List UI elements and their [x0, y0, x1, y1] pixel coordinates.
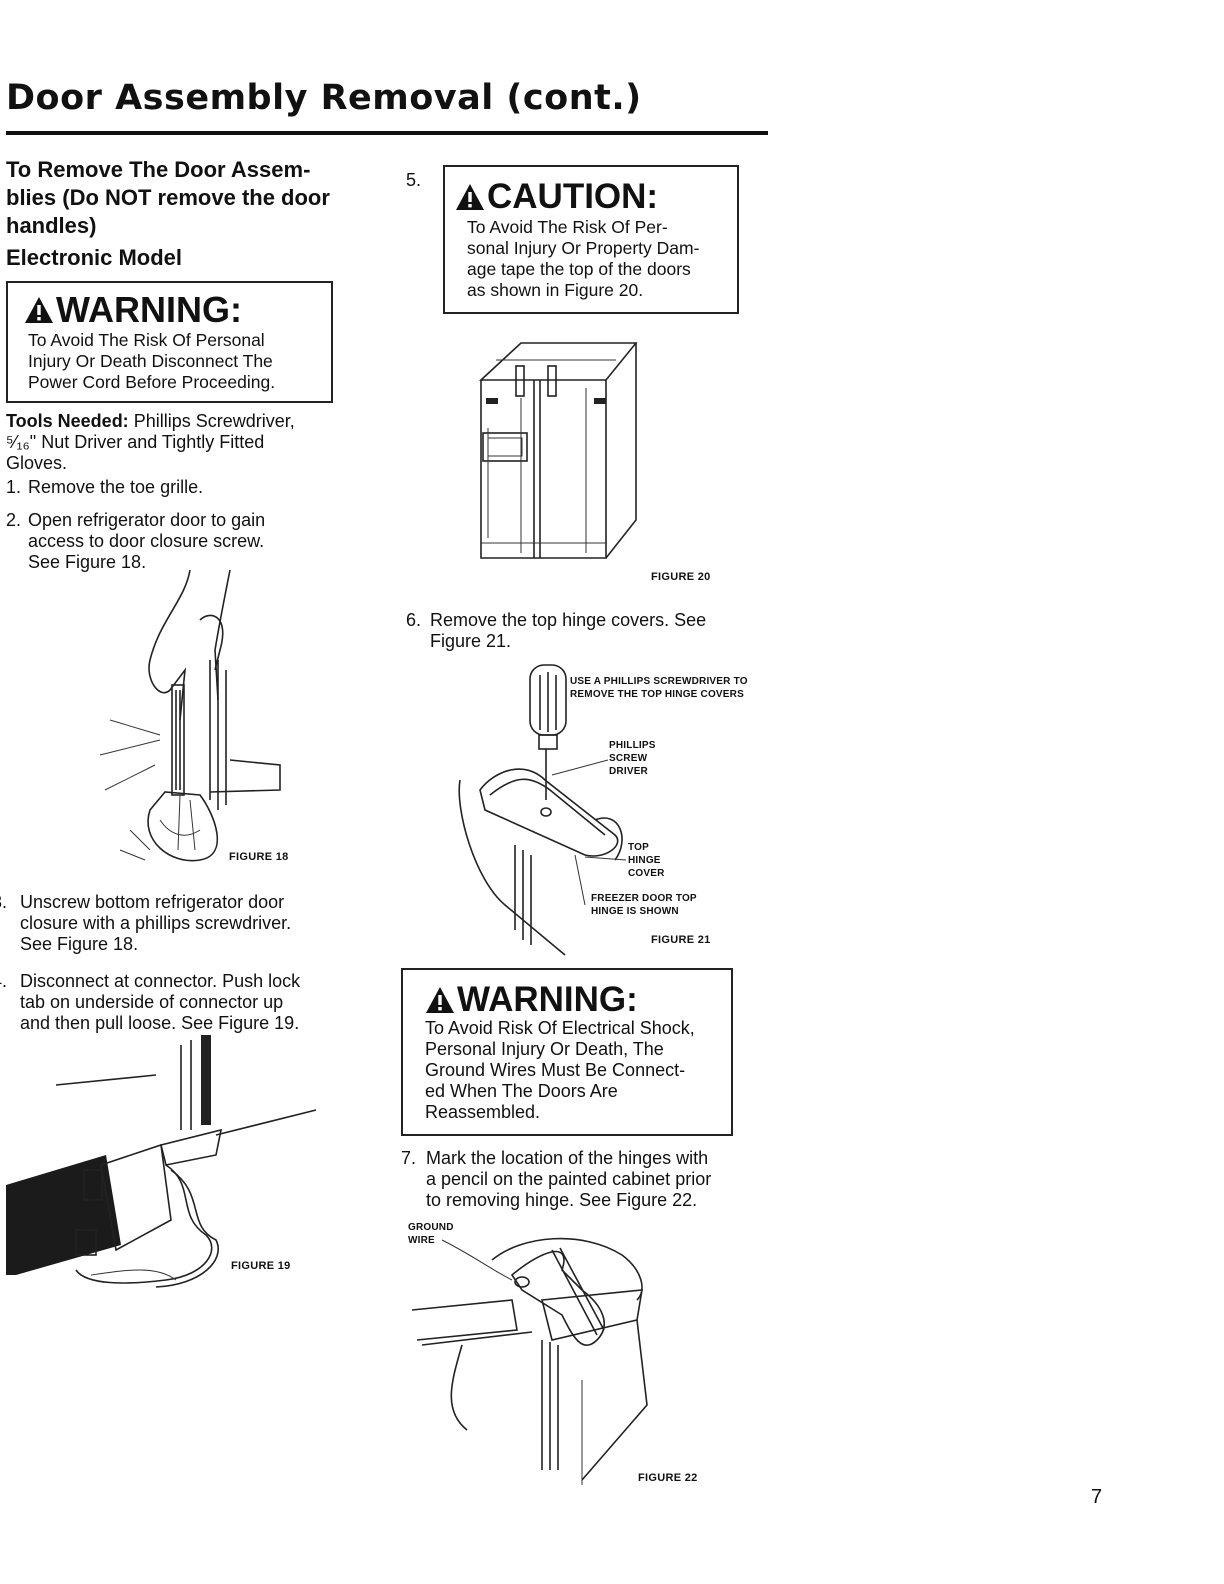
figure-20-label: FIGURE 20: [651, 571, 711, 583]
step-2-text: Open refrigerator door to gain access to…: [28, 510, 266, 572]
section-subheading: Electronic Model: [6, 245, 183, 270]
step-6-number: 6.: [406, 610, 422, 630]
warning-2-text: To Avoid Risk Of Electrical Shock, Perso…: [425, 1018, 695, 1122]
figure-21-label: FIGURE 21: [651, 934, 711, 946]
step-4-text: Disconnect at connector. Push lock tab o…: [20, 971, 301, 1033]
warning-triangle-icon: [426, 987, 454, 1013]
figure-20-illustration: [478, 342, 638, 559]
fig21-callout-freezer: FREEZER DOOR TOP HINGE IS SHOWN: [591, 893, 697, 917]
figure-21-illustration: [458, 664, 623, 956]
fig21-callout-instruction: USE A PHILLIPS SCREWDRIVER TO REMOVE THE…: [570, 676, 748, 700]
page-title: Door Assembly Removal (cont.): [6, 78, 642, 118]
step-7-number: 7.: [401, 1148, 417, 1168]
caution-box: CAUTION: To Avoid The Risk Of Per- sonal…: [443, 165, 739, 314]
figure-18-illustration: [99, 569, 281, 862]
title-rule: [6, 131, 768, 135]
step-3-number: 3.: [0, 892, 8, 912]
warning-2-title: WARNING:: [457, 980, 638, 1019]
section-heading: To Remove The Door Assem- blies (Do NOT …: [6, 157, 330, 238]
caution-text: To Avoid The Risk Of Per- sonal Injury O…: [467, 217, 700, 300]
fig21-callout-screwdriver: PHILLIPS SCREW DRIVER: [609, 740, 656, 777]
figure-22-label: FIGURE 22: [638, 1472, 698, 1484]
step-1: 1. Remove the toe grille.: [6, 477, 203, 498]
figure-18-label: FIGURE 18: [229, 851, 289, 863]
step-5-number: 5.: [406, 170, 422, 190]
step-2-number: 2.: [6, 510, 22, 530]
page-number: 7: [1091, 1486, 1103, 1508]
step-6-text: Remove the top hinge covers. See Figure …: [430, 610, 707, 651]
fig21-callout-hinge-cover: TOP HINGE COVER: [628, 842, 665, 879]
step-3-text: Unscrew bottom refrigerator door closure…: [20, 892, 292, 954]
warning-triangle-icon: [25, 297, 53, 323]
fig21-leader-lines: [551, 759, 627, 861]
step-1-text: Remove the toe grille.: [28, 477, 204, 497]
warning-1-text: To Avoid The Risk Of Personal Injury Or …: [28, 330, 276, 392]
fig22-callout-ground-wire: GROUND WIRE: [408, 1222, 454, 1246]
figure-19-label: FIGURE 19: [231, 1260, 291, 1272]
step-1-number: 1.: [6, 477, 22, 497]
caution-title: CAUTION:: [487, 177, 659, 216]
figure-19-illustration: [6, 1035, 317, 1288]
step-4-number: 4.: [0, 971, 8, 991]
warning-box-1: WARNING: To Avoid The Risk Of Personal I…: [6, 281, 333, 403]
tools-text: Phillips Screwdriver, ⁵⁄₁₆" Nut Driver a…: [6, 411, 295, 473]
warning-box-2: WARNING: To Avoid Risk Of Electrical Sho…: [401, 968, 733, 1136]
warning-1-title: WARNING:: [56, 289, 242, 330]
step-7-text: Mark the location of the hinges with a p…: [426, 1148, 712, 1210]
caution-triangle-icon: [456, 184, 484, 210]
figure-22-illustration: [411, 1237, 648, 1485]
tools-label: Tools Needed:: [6, 411, 129, 431]
tools-needed: Tools Needed: Phillips Screwdriver, ⁵⁄₁₆…: [6, 411, 336, 474]
